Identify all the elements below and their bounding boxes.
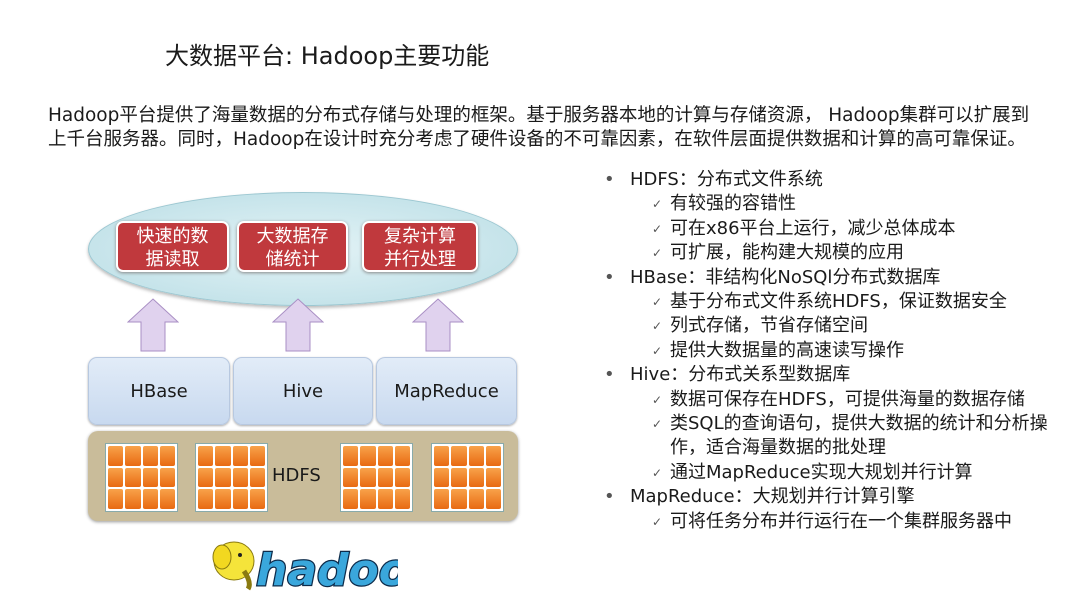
check-icon: ✓ bbox=[652, 221, 663, 236]
sub-item: ✓可将任务分布并行运行在一个集群服务器中 bbox=[600, 510, 1070, 534]
list-item: HBase：非结构化NoSQl分布式数据库 bbox=[600, 266, 1070, 291]
sub-item: ✓有较强的容错性 bbox=[600, 192, 1070, 216]
check-icon: ✓ bbox=[652, 197, 663, 212]
sub-item: ✓可在x86平台上运行，减少总体成本 bbox=[600, 217, 1070, 241]
storage-grid bbox=[431, 443, 504, 512]
check-icon: ✓ bbox=[652, 417, 663, 432]
component-box: Hive bbox=[233, 357, 373, 425]
component-box: MapReduce bbox=[376, 357, 517, 425]
intro-paragraph: Hadoop平台提供了海量数据的分布式存储与处理的框架。基于服务器本地的计算与存… bbox=[48, 105, 1030, 150]
sub-item: ✓类SQL的查询语句，提供大数据的统计和分析操作，适合海量数据的批处理 bbox=[652, 413, 1048, 459]
up-arrow-icon bbox=[412, 298, 464, 352]
check-icon: ✓ bbox=[652, 514, 663, 529]
check-icon: ✓ bbox=[652, 319, 663, 334]
check-icon: ✓ bbox=[652, 465, 663, 480]
function-box: 快速的数据读取 bbox=[116, 221, 229, 272]
sub-item: ✓通过MapReduce实现大规划并行计算 bbox=[600, 461, 1070, 485]
up-arrow-icon bbox=[272, 298, 324, 352]
check-icon: ✓ bbox=[652, 295, 663, 310]
sub-item: ✓提供大数据量的高速读写操作 bbox=[600, 339, 1070, 363]
function-box: 复杂计算并行处理 bbox=[362, 221, 478, 272]
storage-grid bbox=[340, 443, 413, 512]
hdfs-layer: HDFS bbox=[88, 431, 518, 521]
storage-grid bbox=[105, 443, 178, 512]
feature-list: HDFS：分布式文件系统 ✓有较强的容错性 ✓可在x86平台上运行，减少总体成本… bbox=[600, 168, 1070, 534]
hadoop-logo: hadoop bbox=[212, 541, 398, 593]
sub-item: ✓基于分布式文件系统HDFS，保证数据安全 bbox=[600, 290, 1070, 314]
hdfs-label: HDFS bbox=[272, 465, 321, 486]
up-arrow-icon bbox=[127, 298, 179, 352]
slide-title: 大数据平台: Hadoop主要功能 bbox=[165, 42, 490, 70]
storage-grid bbox=[195, 443, 268, 512]
sub-item: ✓可扩展，能构建大规模的应用 bbox=[600, 241, 1070, 265]
svg-text:hadoop: hadoop bbox=[256, 545, 398, 593]
check-icon: ✓ bbox=[652, 246, 663, 261]
sub-item: ✓列式存储，节省存储空间 bbox=[600, 314, 1070, 338]
list-item: HDFS：分布式文件系统 bbox=[600, 168, 1070, 193]
check-icon: ✓ bbox=[652, 343, 663, 358]
component-box: HBase bbox=[88, 357, 230, 425]
function-box: 大数据存储统计 bbox=[237, 221, 348, 272]
check-icon: ✓ bbox=[652, 392, 663, 407]
sub-item: ✓数据可保存在HDFS，可提供海量的数据存储 bbox=[600, 388, 1070, 412]
list-item: MapReduce：大规划并行计算引擎 bbox=[600, 485, 1070, 510]
list-item: Hive：分布式关系型数据库 bbox=[600, 363, 1070, 388]
